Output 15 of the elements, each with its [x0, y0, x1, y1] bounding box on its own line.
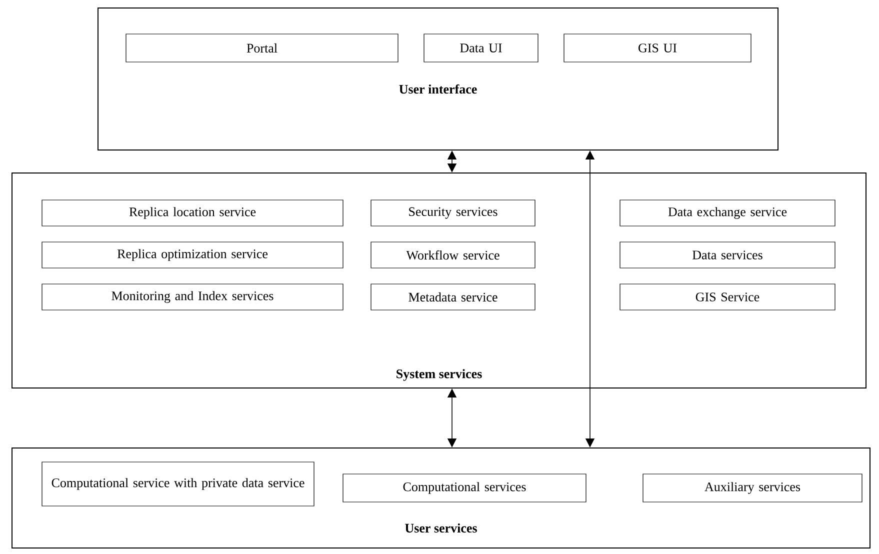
service-box: GIS UI — [564, 34, 752, 62]
service-box: GIS Service — [620, 284, 836, 310]
service-box: Portal — [126, 34, 398, 62]
service-box: Data services — [620, 242, 836, 268]
service-box: Data UI — [424, 34, 538, 62]
service-box: Security services — [370, 200, 536, 226]
service-box: Computational service with private data service — [42, 462, 314, 506]
service-box: Workflow service — [370, 242, 536, 268]
service-box: Replica location service — [42, 200, 344, 226]
service-box: Data exchange service — [620, 200, 836, 226]
service-box: Computational services — [342, 474, 586, 502]
service-box: Replica optimization service — [42, 242, 344, 268]
service-box: Auxiliary services — [642, 474, 862, 502]
service-box: Metadata service — [370, 284, 536, 310]
service-box: Monitoring and Index services — [42, 284, 344, 310]
